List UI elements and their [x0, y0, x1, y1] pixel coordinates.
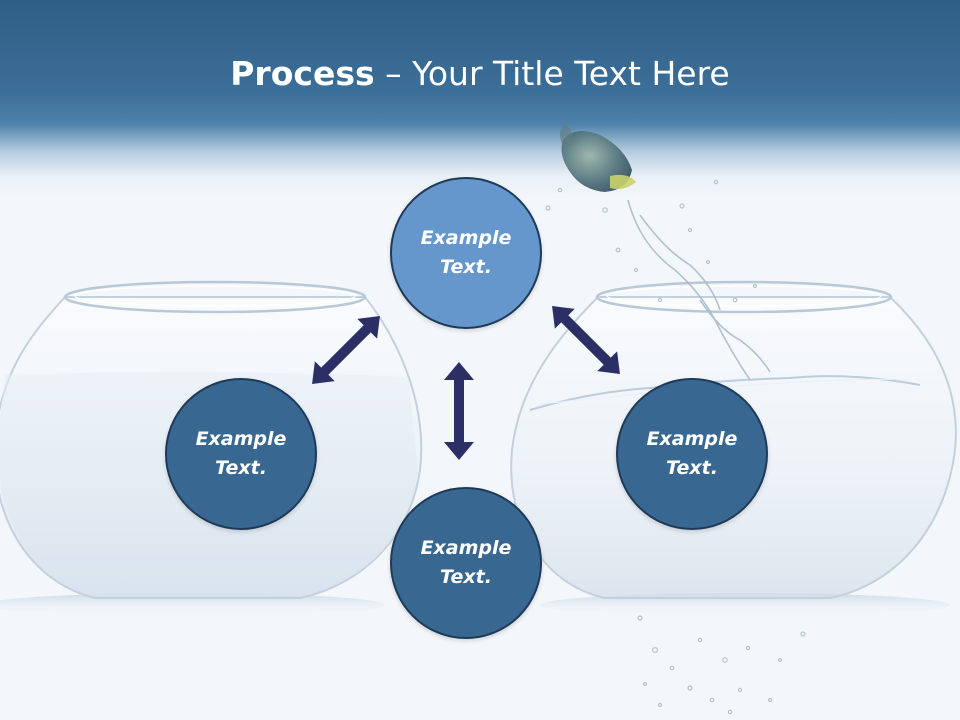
- title-rest: – Your Title Text Here: [374, 54, 730, 93]
- slide-title: Process – Your Title Text Here: [0, 52, 960, 96]
- node-bottom-label: Example Text.: [420, 537, 512, 588]
- fish-illustration: [560, 124, 636, 192]
- node-left: Example Text.: [165, 378, 317, 530]
- node-bottom: Example Text.: [390, 487, 542, 639]
- title-bold: Process: [230, 54, 375, 93]
- arrow-left-top: [312, 316, 380, 384]
- arrow-right-top: [552, 306, 620, 374]
- node-top: Example Text.: [390, 177, 542, 329]
- header-band: [0, 0, 960, 200]
- node-left-label: Example Text.: [195, 428, 287, 479]
- arrow-vertical: [444, 362, 474, 460]
- node-right-label: Example Text.: [646, 428, 738, 479]
- node-top-label: Example Text.: [420, 227, 512, 278]
- node-right: Example Text.: [616, 378, 768, 530]
- arrows: [312, 306, 620, 460]
- water-splash: [627, 199, 771, 381]
- water-droplets: [545, 179, 806, 715]
